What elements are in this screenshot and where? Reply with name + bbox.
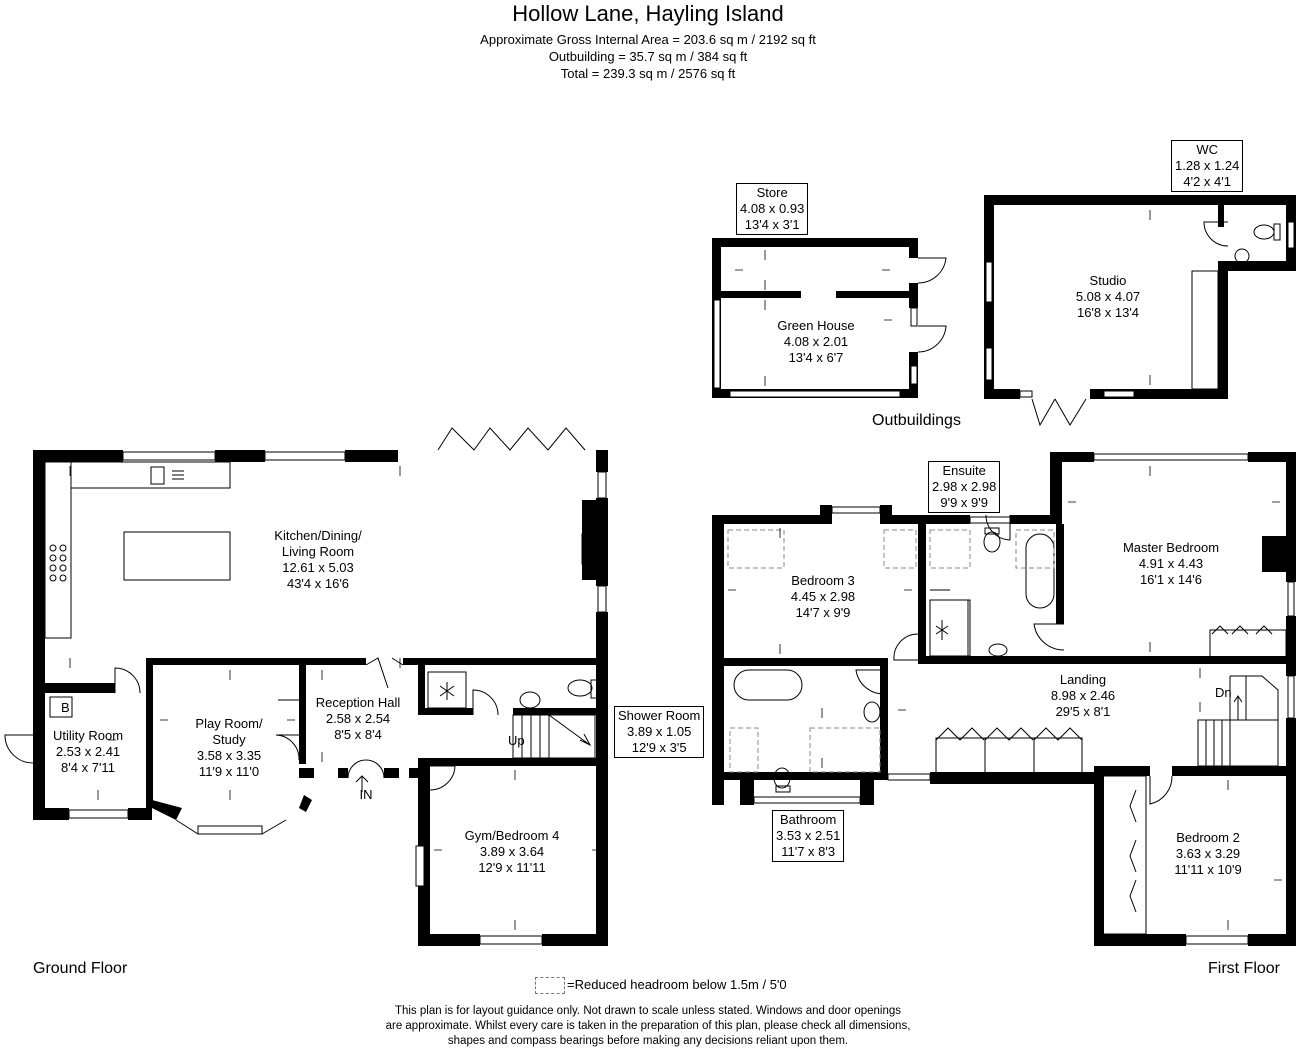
disclaimer-line-3: shapes and compass bearings before makin… <box>447 1035 849 1047</box>
legend: =Reduced headroom below 1.5m / 5'0 <box>535 977 787 995</box>
disclaimer-line-2: are approximate. Whilst every care is ta… <box>385 1020 911 1032</box>
area-gross: Approximate Gross Internal Area = 203.6 … <box>480 32 816 47</box>
reduced-headroom-swatch <box>535 977 565 995</box>
stairs-up-mark: Up <box>508 733 525 748</box>
first-floor-label: First Floor <box>1208 960 1280 977</box>
ground-floor-label: Ground Floor <box>33 960 128 977</box>
area-total: Total = 239.3 sq m / 2576 sq ft <box>560 66 736 81</box>
disclaimer-line-1: This plan is for layout guidance only. N… <box>394 1005 902 1017</box>
area-outbuilding: Outbuilding = 35.7 sq m / 384 sq ft <box>548 49 748 64</box>
legend-text: =Reduced headroom below 1.5m / 5'0 <box>567 977 787 992</box>
outbuildings-label: Outbuildings <box>872 412 961 429</box>
plan-title: Hollow Lane, Hayling Island <box>512 1 784 26</box>
entrance-mark: IN <box>359 787 373 802</box>
boiler-mark: B <box>61 700 70 715</box>
stairs-down-mark: Dn <box>1215 685 1232 700</box>
